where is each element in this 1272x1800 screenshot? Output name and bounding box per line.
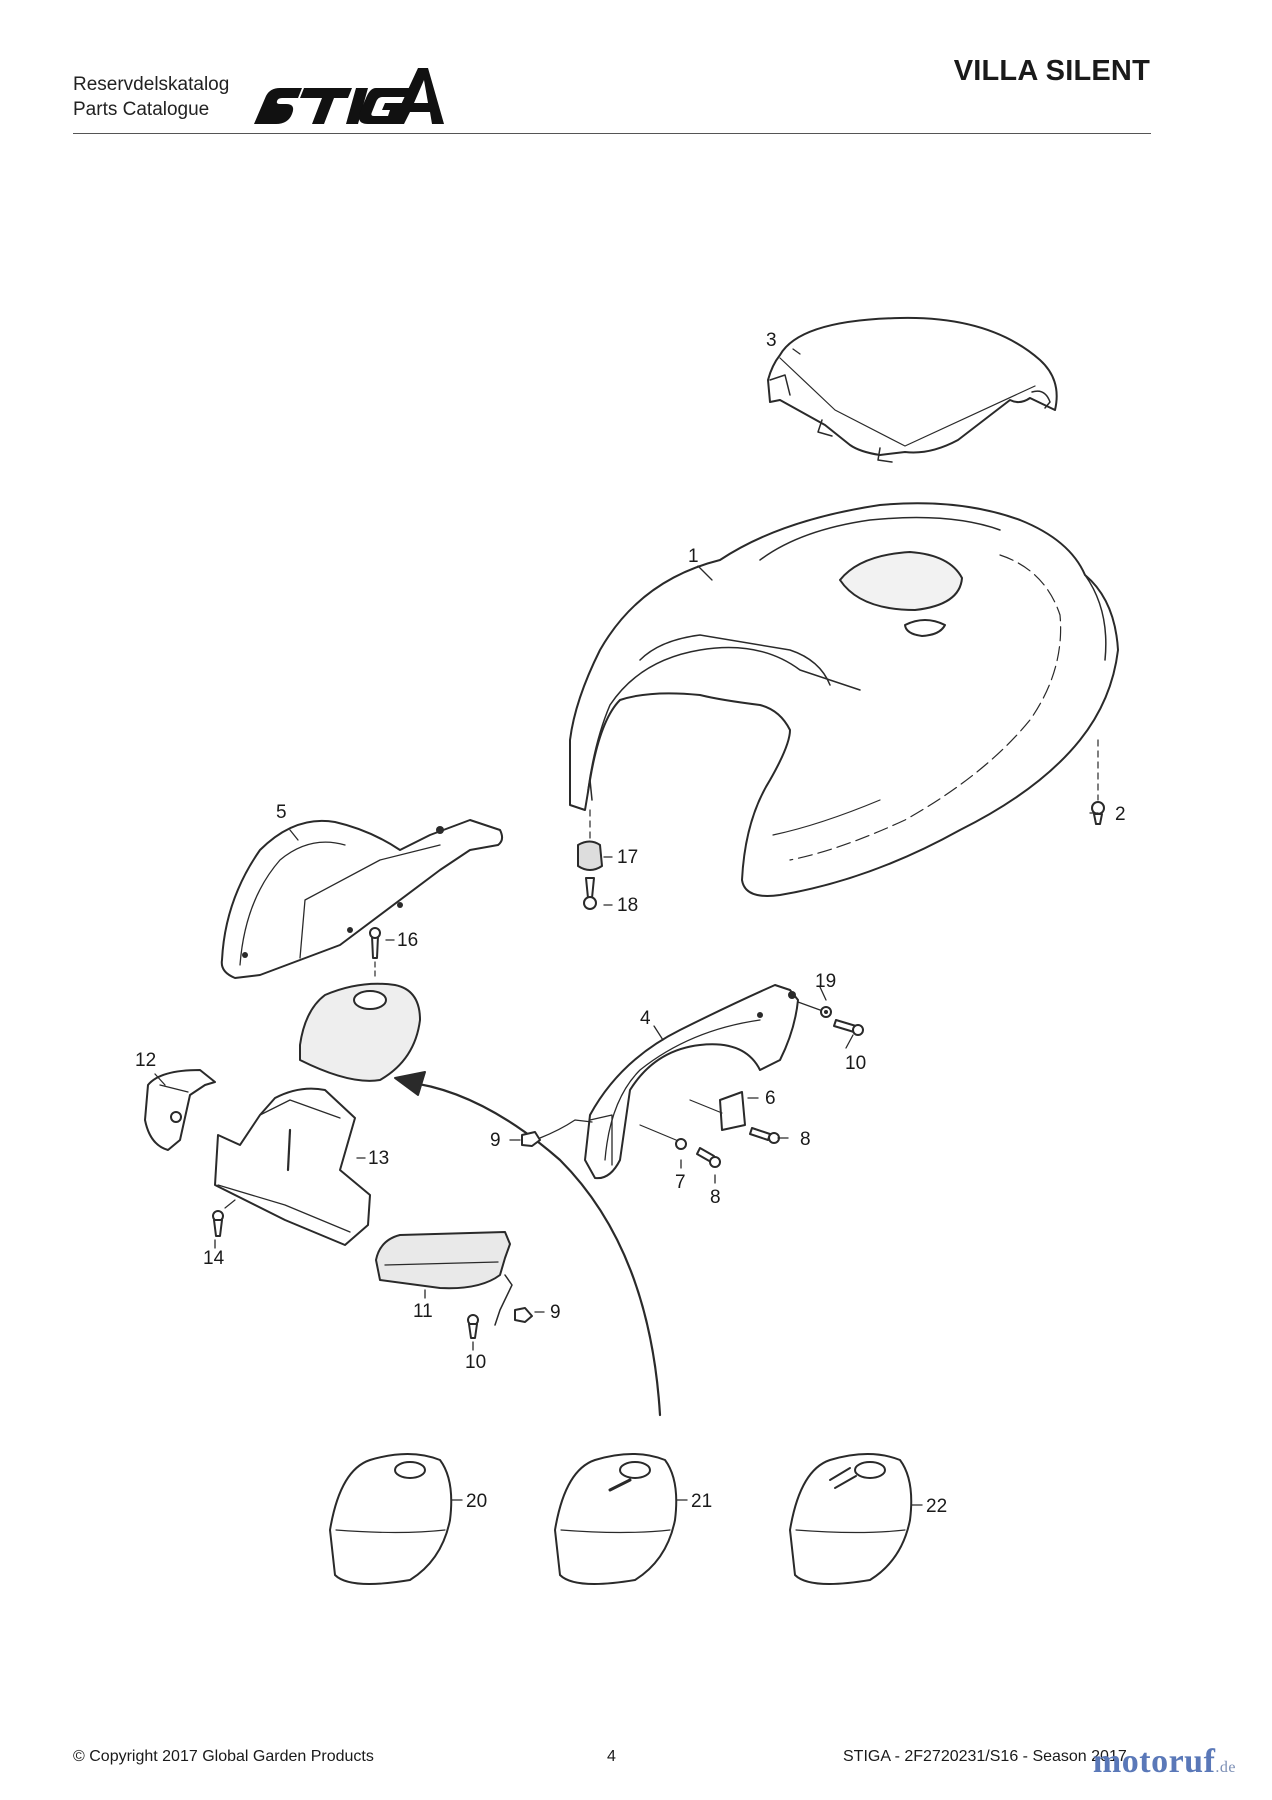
callout-8-lower: 8 [710, 1187, 721, 1208]
callout-5: 5 [276, 802, 287, 823]
callout-11: 11 [413, 1301, 433, 1322]
callout-10-upper: 10 [845, 1053, 866, 1074]
part-6-bracket [689, 1091, 746, 1131]
part-5-shield [220, 819, 504, 979]
callout-1: 1 [688, 546, 699, 567]
part-12-bracket [144, 1069, 216, 1151]
control-panel-cover [299, 982, 421, 1082]
watermark-tld: .de [1215, 1759, 1236, 1776]
model-title: VILLA SILENT [953, 55, 1150, 87]
part-11-bumper [375, 1231, 511, 1290]
part-16-screw [369, 927, 381, 981]
part-7-washer [639, 1124, 687, 1150]
callout-7: 7 [675, 1172, 686, 1193]
callout-13: 13 [368, 1148, 389, 1169]
footer-reference: STIGA - 2F2720231/S16 - Season 2017 [843, 1748, 1127, 1765]
callout-20: 20 [466, 1491, 487, 1512]
part-2-screw [1091, 739, 1105, 825]
callout-17: 17 [617, 847, 638, 868]
callout-leaders [154, 348, 1099, 1506]
callout-9-upper: 9 [490, 1130, 501, 1151]
part-10-screw-upper [833, 1019, 864, 1036]
part-1-body-cover [569, 502, 1119, 897]
callout-12: 12 [135, 1050, 156, 1071]
part-17-buffer [577, 809, 603, 871]
callout-16: 16 [397, 930, 418, 951]
callout-22: 22 [926, 1496, 947, 1517]
assembly-arrow [394, 1071, 662, 1417]
callout-18: 18 [617, 895, 638, 916]
footer-page-number: 4 [607, 1748, 616, 1765]
header-rule [73, 133, 1151, 134]
callout-4: 4 [640, 1008, 651, 1029]
part-20-panel [329, 1453, 453, 1585]
part-14-screw [212, 1199, 236, 1237]
callout-6: 6 [765, 1088, 776, 1109]
part-13-front-plate [214, 1087, 371, 1246]
part-3-top-cover [767, 316, 1058, 463]
catalog-title-swedish: Reservdelskatalog [73, 74, 230, 95]
part-8-screw-lower [696, 1147, 721, 1168]
part-19-washer [797, 1001, 832, 1018]
callout-19: 19 [815, 971, 836, 992]
part-10-screw-lower [467, 1314, 479, 1339]
callout-10-lower: 10 [465, 1352, 486, 1373]
stiga-logo [254, 68, 444, 124]
catalog-title-english: Parts Catalogue [73, 99, 210, 120]
footer-copyright: © Copyright 2017 Global Garden Products [73, 1748, 374, 1765]
part-22-panel [789, 1453, 913, 1585]
callout-9-lower: 9 [550, 1302, 561, 1323]
motoruf-watermark: motoruf.de [1093, 1743, 1236, 1781]
callout-21: 21 [691, 1491, 712, 1512]
part-8-screw-right [749, 1127, 780, 1144]
part-4-fender [584, 984, 799, 1180]
callout-14: 14 [203, 1248, 225, 1269]
callout-8-right: 8 [800, 1129, 811, 1150]
part-9-clip-lower [494, 1274, 533, 1326]
callout-labels: 3 1 2 17 18 5 16 19 10 4 6 9 8 7 8 12 13… [135, 330, 1126, 1517]
part-9-clip-upper [521, 1119, 593, 1147]
part-18-screw [583, 877, 597, 910]
part-21-panel [554, 1453, 678, 1585]
callout-3: 3 [766, 330, 777, 351]
watermark-name: motoruf [1092, 1743, 1216, 1780]
callout-2: 2 [1115, 804, 1126, 825]
